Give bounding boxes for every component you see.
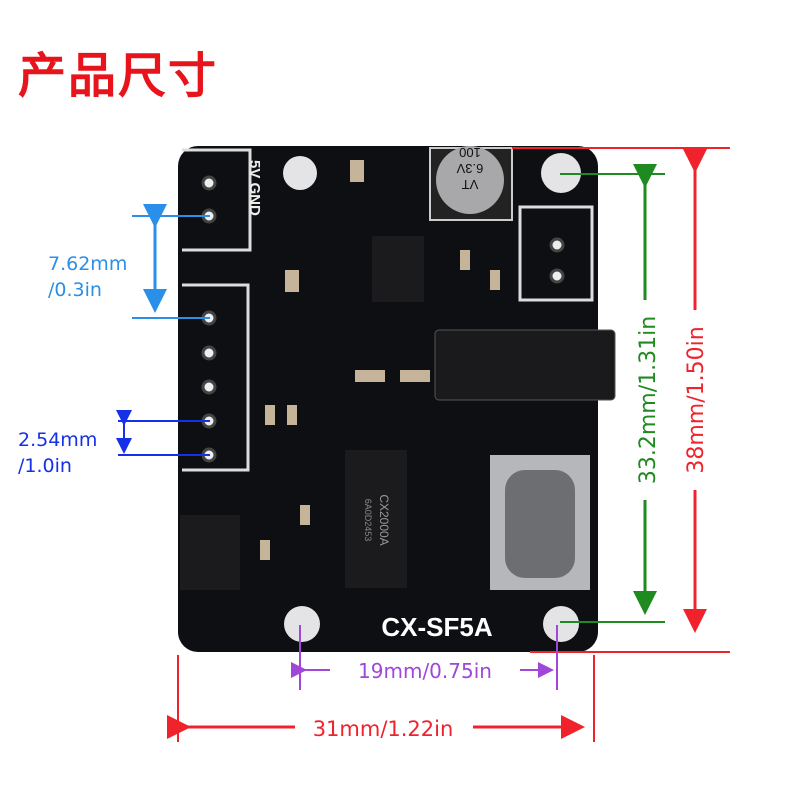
- capacitor-voltage-label: 6.3V: [456, 161, 483, 176]
- hole-spacing-vertical-label: 33.2mm/1.31in: [636, 316, 661, 484]
- pin-pitch-dimension: [116, 410, 210, 456]
- svg-text:6A0D2453: 6A0D2453: [363, 499, 373, 542]
- ic-chip-main: CX2000A 6A0D2453: [345, 450, 407, 588]
- capacitor: VT 6.3V 100: [429, 145, 513, 221]
- audio-jack: [434, 329, 616, 401]
- pin-group-spacing-dimension: [132, 204, 210, 319]
- pin-label: 5V GND: [246, 160, 263, 216]
- pin-pitch-label: 2.54mm: [18, 429, 97, 451]
- pin-group-spacing-inch-label: /0.3in: [48, 279, 102, 301]
- board-width-label: 31mm/1.22in: [313, 717, 454, 741]
- svg-text:CX2000A: CX2000A: [377, 494, 391, 545]
- capacitor-value-label: 100: [459, 145, 481, 160]
- capacitor-series-label: VT: [462, 177, 479, 192]
- ic-chip-left: [180, 515, 240, 590]
- hole-spacing-horizontal-label: 19mm/0.75in: [358, 659, 492, 683]
- page-title: 产品尺寸: [18, 50, 219, 103]
- pin-group-spacing-label: 7.62mm: [48, 253, 127, 275]
- pin-pitch-inch-label: /1.0in: [18, 455, 72, 477]
- pcb-board: VT 6.3V 100 CX2000A 6A0D2453 5V GND CX-S…: [178, 145, 616, 652]
- board-height-label: 38mm/1.50in: [684, 326, 709, 473]
- ic-chip-top: [372, 236, 424, 302]
- board-model-label: CX-SF5A: [381, 612, 492, 642]
